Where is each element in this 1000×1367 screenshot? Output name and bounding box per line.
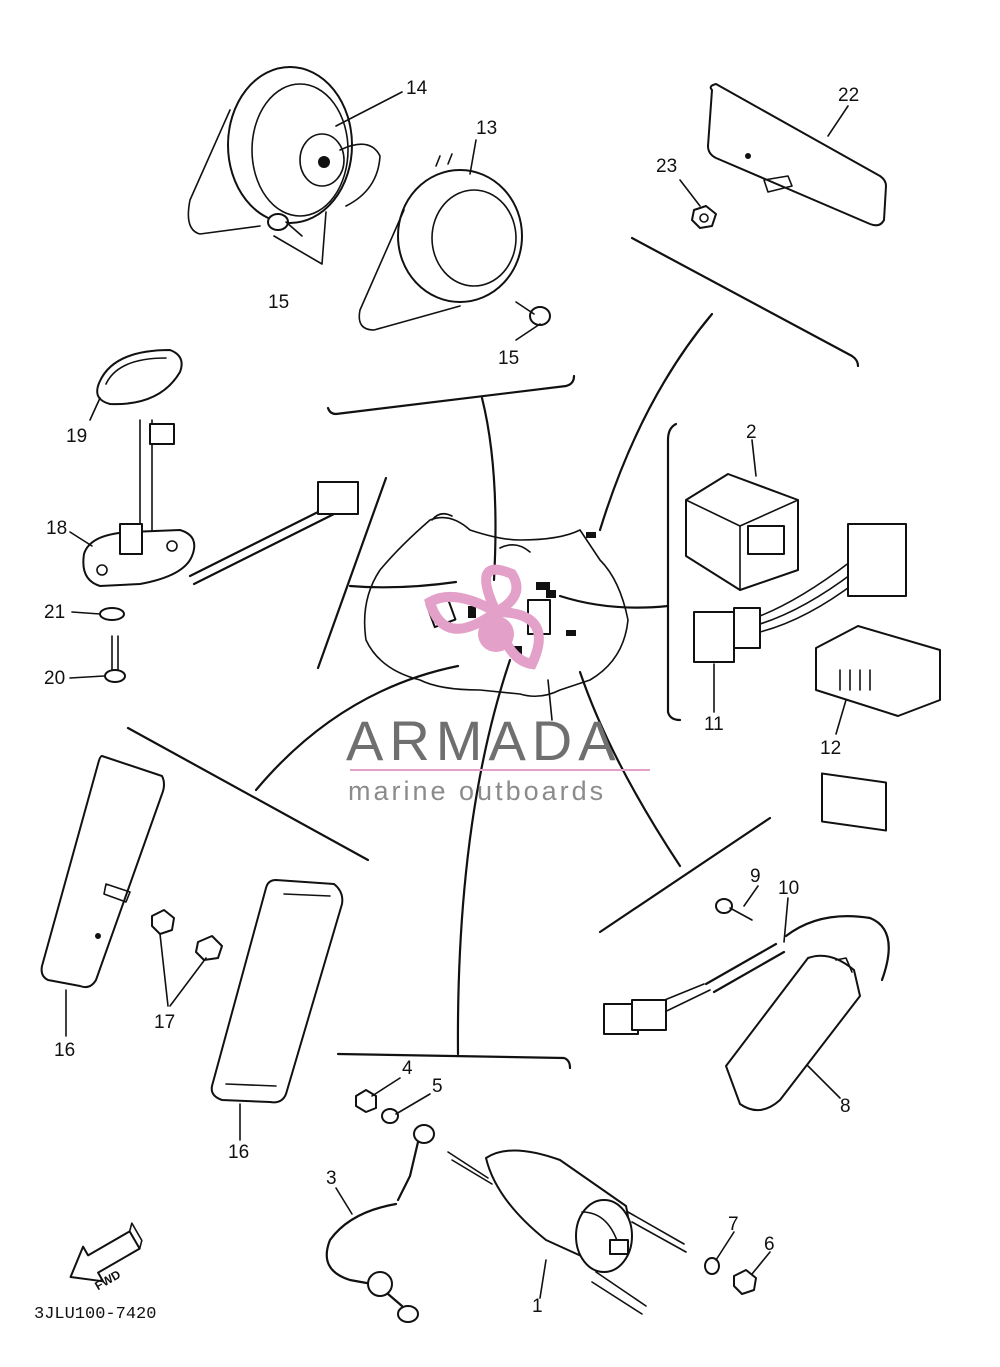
connection-lines xyxy=(254,312,714,1056)
callout-17: 17 xyxy=(154,1012,175,1033)
callout-22: 22 xyxy=(838,85,859,106)
washer-part-7 xyxy=(704,1257,720,1275)
connector-part-12 xyxy=(815,625,941,832)
fwd-arrow-icon xyxy=(69,1222,143,1283)
callout-23: 23 xyxy=(656,156,677,177)
group-brackets xyxy=(126,236,860,1070)
callout-11: 11 xyxy=(704,714,724,735)
callout-16-left: 16 xyxy=(54,1040,75,1061)
bolt-part-20 xyxy=(104,635,126,683)
washer-part-5 xyxy=(381,1108,399,1124)
callout-6: 6 xyxy=(764,1234,775,1255)
harness-part-10 xyxy=(603,915,890,1035)
callout-1: 1 xyxy=(532,1296,543,1317)
callout-labels: 14 13 15 15 22 23 19 18 21 20 2 11 12 16… xyxy=(44,78,859,1317)
gasket-part-19 xyxy=(96,349,183,406)
bolt-part-15-left xyxy=(267,213,303,237)
callout-21: 21 xyxy=(44,602,65,623)
callout-18: 18 xyxy=(46,518,67,539)
callout-9: 9 xyxy=(750,866,761,887)
callout-5: 5 xyxy=(432,1076,443,1097)
callout-14: 14 xyxy=(406,78,428,99)
callout-16-right: 16 xyxy=(228,1142,249,1163)
callout-13: 13 xyxy=(476,118,497,139)
nut-part-4 xyxy=(355,1089,377,1113)
callout-leaders xyxy=(65,91,849,1299)
starter-relay-part-1 xyxy=(447,1149,687,1315)
rectifier-part-8 xyxy=(725,954,861,1111)
callout-15-left: 15 xyxy=(268,292,289,313)
nut-part-23 xyxy=(691,205,717,229)
washer-part-21 xyxy=(99,607,125,621)
bolt-part-15-right xyxy=(515,301,551,326)
callout-15-right: 15 xyxy=(498,348,519,369)
callout-20: 20 xyxy=(44,668,65,689)
watermark-subtitle: marine outboards xyxy=(348,776,606,806)
callout-12: 12 xyxy=(820,738,841,759)
cable-part-3 xyxy=(325,1124,435,1323)
callout-3: 3 xyxy=(326,1168,337,1189)
bolt-part-9 xyxy=(715,898,753,921)
nut-part-6 xyxy=(733,1269,757,1295)
horn-part-14 xyxy=(187,66,381,235)
horn-part-13 xyxy=(358,153,523,331)
callout-8: 8 xyxy=(840,1096,851,1117)
diagram-code: 3JLU100-7420 xyxy=(34,1305,156,1324)
callout-19: 19 xyxy=(66,426,87,447)
lamp-part-16-left xyxy=(40,755,165,989)
callout-7: 7 xyxy=(728,1214,739,1235)
relay-part-2 xyxy=(685,473,799,591)
sensor-part-18 xyxy=(82,419,359,587)
callout-10: 10 xyxy=(778,878,799,899)
watermark-title: ARMADA xyxy=(346,709,622,772)
callout-4: 4 xyxy=(402,1058,413,1079)
callout-2: 2 xyxy=(746,422,757,443)
lamp-part-22 xyxy=(707,83,887,227)
lamp-part-16-right xyxy=(210,879,344,1104)
connector-part-11 xyxy=(693,523,907,663)
nut-part-17 xyxy=(151,909,223,961)
watermark-logo xyxy=(424,564,544,670)
